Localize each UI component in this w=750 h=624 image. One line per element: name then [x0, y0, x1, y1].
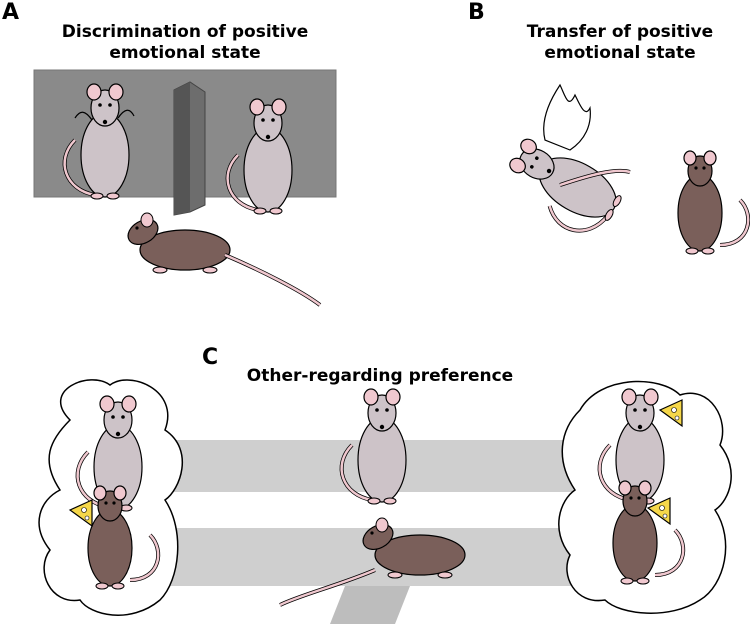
panel-b-title: Transfer of positive emotional state	[500, 22, 740, 64]
panel-a-letter: A	[2, 0, 20, 25]
panel-a-artwork	[33, 69, 337, 307]
panel-b-artwork	[493, 83, 750, 256]
start-arm	[330, 586, 410, 624]
panel-a-title-line2: emotional state	[109, 43, 261, 63]
panel-a-title-line1: Discrimination of positive	[61, 22, 309, 42]
panel-b-title-line2: emotional state	[544, 43, 696, 63]
tickling-hand	[543, 83, 591, 151]
panel-c-letter: C	[202, 345, 219, 370]
panel-c-artwork	[38, 379, 732, 624]
panel-b-letter: B	[468, 0, 485, 25]
tickled-rat	[493, 129, 630, 247]
panel-a-title: Discrimination of positive emotional sta…	[40, 22, 330, 64]
panel-b-title-line1: Transfer of positive	[526, 22, 714, 42]
receiving-rat	[676, 149, 750, 256]
observer-rat-walking	[123, 212, 231, 274]
panel-c-title: Other-regarding preference	[246, 366, 514, 386]
